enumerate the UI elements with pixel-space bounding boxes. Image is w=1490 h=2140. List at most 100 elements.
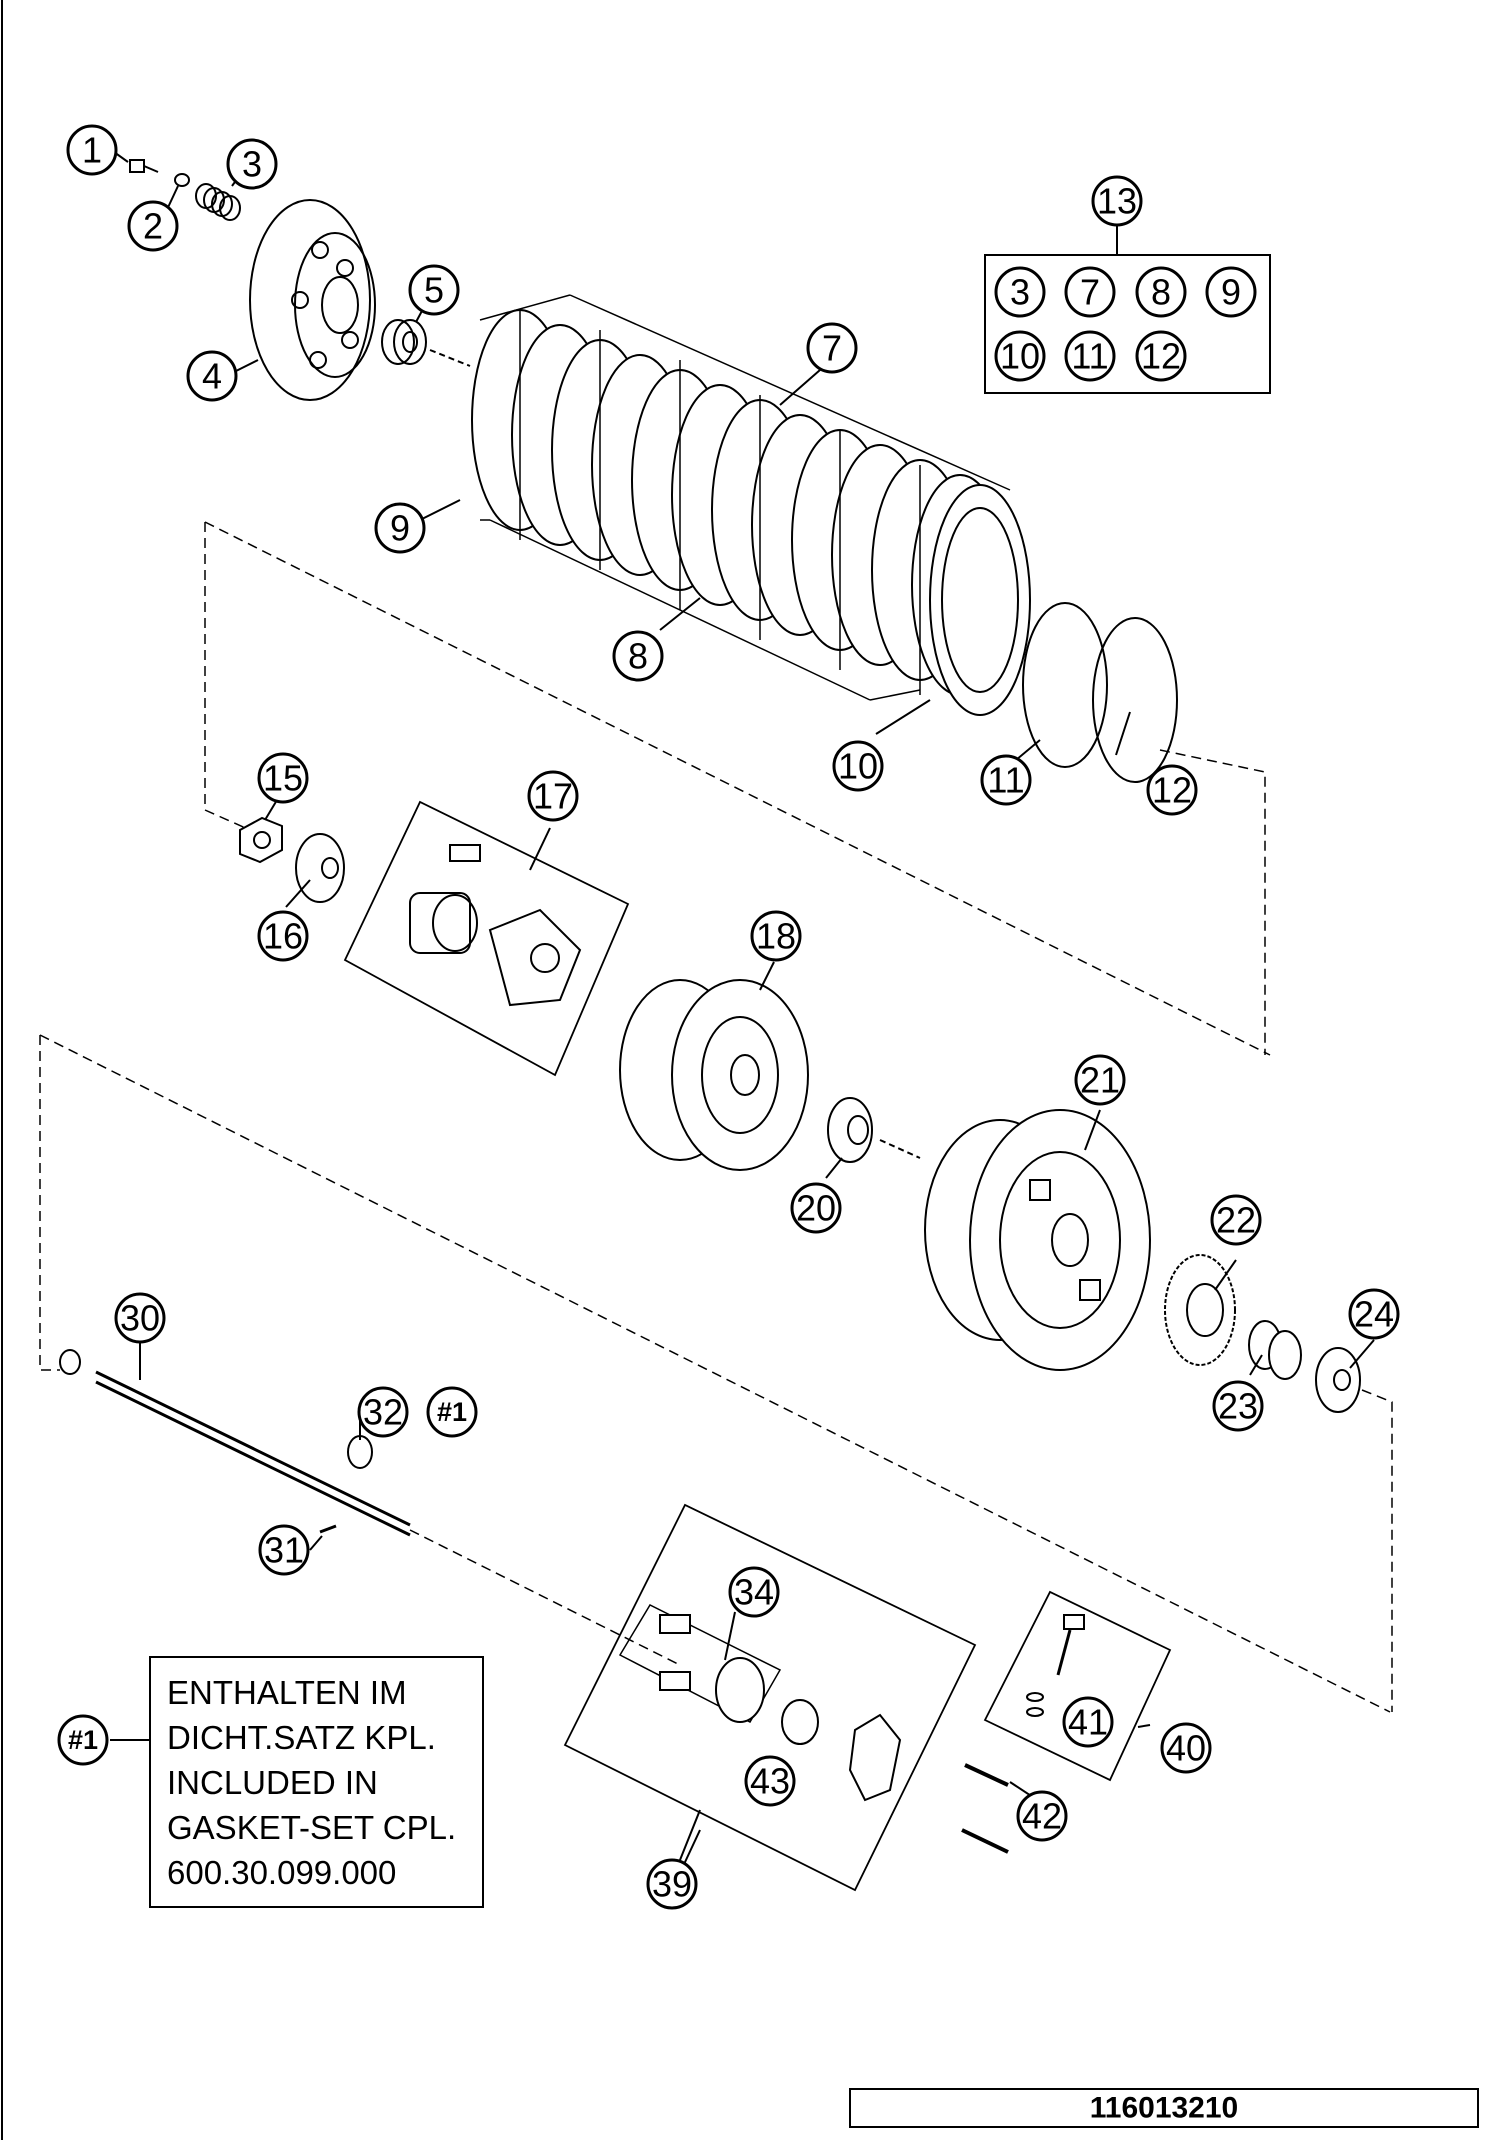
callout-20: 20 [796,1188,836,1229]
screw-part [129,159,159,173]
callout-30: 30 [120,1298,160,1339]
callout-circle-9 [374,502,426,554]
callout-31: 31 [264,1530,304,1571]
note-line-1: ENTHALTEN IM [167,1674,407,1711]
callout-circles [57,124,1400,1910]
callout-39: 39 [652,1864,692,1905]
bleeder-screw-part [1026,1614,1085,1717]
callout-circle-12 [1146,764,1198,816]
part-39-box [563,1503,977,1892]
callout-circle-2 [127,200,179,252]
ring-11-part [1022,602,1108,768]
callout-22: 22 [1216,1200,1256,1241]
callout-circle-18 [750,910,802,962]
parts-illustration [39,159,1393,1892]
note-line-4: GASKET-SET CPL. [167,1809,456,1846]
callout-circle-34 [728,1566,780,1618]
kit-circle-10 [994,330,1046,382]
kit-item-7: 7 [1080,272,1100,313]
gasket-note: ENTHALTEN IM DICHT.SATZ KPL. INCLUDED IN… [167,1674,456,1891]
kit-item-3: 3 [1010,272,1030,313]
kit-item-9: 9 [1221,272,1241,313]
callout-ref-a: #1 [437,1397,467,1427]
nut-part [239,816,283,864]
callout-circle-43 [744,1755,796,1807]
kit-item-8: 8 [1151,272,1171,313]
note-line-5: 600.30.099.000 [167,1854,396,1891]
note-line-3: INCLUDED IN [167,1764,378,1801]
inner-hub-part [619,979,809,1171]
callout-41: 41 [1068,1702,1108,1743]
bearing-part [381,319,427,365]
callout-34: 34 [734,1572,774,1613]
damper-part [409,844,582,1007]
part-34-box [618,1604,782,1723]
callout-8: 8 [628,636,648,677]
kit-circle-9 [1205,266,1257,318]
plate-stack-grid [479,294,1011,701]
callout-18: 18 [756,916,796,957]
kit-13-box [984,254,1271,394]
callout-3: 3 [242,144,262,185]
kit-circle-11 [1064,330,1116,382]
callout-circle-31 [258,1524,310,1576]
callout-42: 42 [1022,1796,1062,1837]
callout-40: 40 [1166,1728,1206,1769]
part-17-box [343,800,630,1077]
seal-32-part [347,1435,373,1469]
callout-labels: 1 2 3 4 5 7 9 8 10 11 12 13 15 16 17 18 … [68,130,1394,1905]
part-40-box [983,1590,1172,1782]
kit-circle-8 [1135,266,1187,318]
kit-item-12: 12 [1141,336,1181,377]
callout-circle-40 [1160,1722,1212,1774]
callout-17: 17 [533,776,573,817]
callout-2: 2 [143,206,163,247]
spring-part [195,183,241,221]
gear-22-part [1164,1254,1236,1366]
callout-4: 4 [202,356,222,397]
callout-circle-22 [1210,1194,1262,1246]
callout-circle-1 [66,124,118,176]
callout-circle-16 [257,910,309,962]
kit-circle-7 [1064,266,1116,318]
callout-circle-41 [1062,1696,1114,1748]
callout-43: 43 [750,1761,790,1802]
assembly-dash-line-lower [39,1035,60,1371]
document-number-box [849,2088,1479,2128]
callout-circle-11 [980,754,1032,806]
pressure-plate-part [249,199,376,401]
callout-circle-3 [226,138,278,190]
callout-5: 5 [424,270,444,311]
callout-circle-30 [114,1292,166,1344]
callout-11: 11 [987,760,1024,801]
screw-42-part [964,1763,1009,1787]
callout-circle-7 [806,322,858,374]
callout-circle-8 [612,630,664,682]
callout-9: 9 [390,508,410,549]
callout-circle-39 [646,1858,698,1910]
assembly-dash-line-upper [204,522,251,831]
callout-circle-17 [527,770,579,822]
clutch-basket-part [924,1109,1151,1371]
callout-circle-ref-a [426,1386,478,1438]
kit-item-10: 10 [1000,336,1040,377]
callout-circle-5 [408,264,460,316]
callout-32: 32 [363,1392,403,1433]
callout-circle-21 [1074,1054,1126,1106]
callout-21: 21 [1080,1060,1120,1101]
callout-7: 7 [822,328,842,369]
callout-13: 13 [1097,181,1137,222]
callout-circle-23 [1212,1380,1264,1432]
pin-31-part [319,1524,337,1534]
kit-circle-3 [994,266,1046,318]
callout-ref-b: #1 [68,1725,98,1755]
washer-20-part [827,1097,873,1163]
callout-circle-20 [790,1182,842,1234]
callout-circle-42 [1016,1790,1068,1842]
callout-10: 10 [838,746,878,787]
needle-bearing-part [1248,1320,1302,1380]
gasket-note-box [149,1656,484,1908]
callout-circle-10 [832,740,884,792]
washer-16-part [295,833,345,903]
